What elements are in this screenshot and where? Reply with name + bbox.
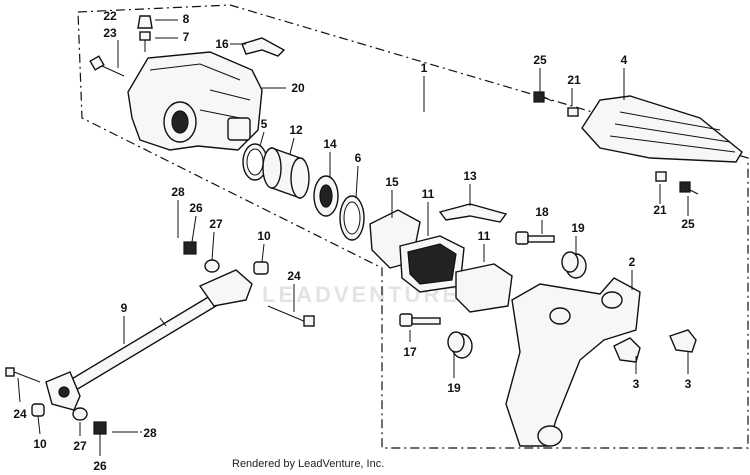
label-20: 20	[291, 81, 305, 95]
disc-cover-4	[581, 95, 743, 163]
label-24-top: 24	[287, 269, 301, 283]
nut-26-top	[183, 241, 197, 255]
caliper-bracket-2	[505, 277, 641, 447]
boot-19-upper	[561, 251, 587, 279]
bolt-25-top	[533, 91, 553, 103]
washer-27-bottom	[72, 407, 88, 421]
label-26-top: 26	[189, 201, 203, 215]
label-17: 17	[403, 345, 417, 359]
torque-rod-9	[45, 269, 253, 411]
boot-19-lower	[447, 331, 473, 359]
label-28-bottom: 28	[143, 426, 157, 440]
label-3-right: 3	[685, 377, 692, 391]
label-16: 16	[215, 37, 229, 51]
callout-labels: 22 23 8 7 16 20 1 25 21 4 5 12 14 6 15 1…	[13, 9, 695, 473]
pad-spring-16	[241, 37, 286, 57]
label-18: 18	[535, 205, 549, 219]
bolt-23	[89, 55, 125, 77]
label-10-bottom: 10	[33, 437, 47, 451]
label-28-top: 28	[171, 185, 185, 199]
assembly-outline	[77, 4, 749, 449]
label-26-bottom: 26	[93, 459, 107, 473]
credit-line: Rendered by LeadVenture, Inc.	[232, 458, 385, 470]
label-15: 15	[385, 175, 399, 189]
bolt-24-bottom	[5, 367, 41, 383]
label-2: 2	[629, 255, 636, 269]
label-5: 5	[261, 117, 268, 131]
label-13: 13	[463, 169, 477, 183]
seal-14	[313, 175, 339, 217]
collar-10-top	[253, 261, 269, 275]
label-9: 9	[121, 301, 128, 315]
retainer-3-right	[669, 329, 697, 353]
bolt-25-right	[679, 181, 699, 195]
label-25-right: 25	[681, 217, 695, 231]
label-11-b: 11	[478, 229, 491, 243]
label-7: 7	[183, 30, 190, 44]
label-21-right: 21	[653, 203, 667, 217]
label-12: 12	[289, 123, 303, 137]
label-19-lower: 19	[447, 381, 461, 395]
label-24-bottom: 24	[13, 407, 27, 421]
brake-pad-inner	[399, 235, 465, 293]
bleeder-screw-7	[139, 31, 151, 52]
label-23: 23	[103, 26, 117, 40]
collar-21-right	[655, 171, 667, 182]
pin-bolt-17	[399, 313, 441, 327]
bolt-24-top	[267, 305, 315, 327]
leader-lines	[17, 19, 689, 456]
boot-6	[339, 195, 365, 241]
label-27-bottom: 27	[73, 439, 87, 453]
caliper-body	[127, 51, 263, 151]
label-22: 22	[103, 9, 117, 23]
label-10-top: 10	[257, 229, 271, 243]
label-4: 4	[621, 53, 628, 67]
pin-bolt-18	[515, 231, 555, 245]
bleeder-cap-8	[137, 15, 153, 29]
retainer-3-left	[613, 337, 641, 363]
label-21-top: 21	[567, 73, 581, 87]
brake-pad-outer	[455, 263, 513, 313]
collar-10-bottom	[31, 403, 45, 417]
label-14: 14	[323, 137, 337, 151]
label-19-upper: 19	[571, 221, 585, 235]
label-6: 6	[355, 151, 362, 165]
collar-21-top	[567, 107, 579, 117]
label-11-a: 11	[422, 187, 435, 201]
label-1: 1	[421, 61, 428, 75]
label-27-top: 27	[209, 217, 223, 231]
label-25-top: 25	[533, 53, 547, 67]
label-3-left: 3	[633, 377, 640, 391]
washer-27-top	[204, 259, 220, 273]
nut-26-bottom	[93, 421, 107, 435]
piston-12	[262, 147, 310, 199]
label-8: 8	[183, 12, 190, 26]
pad-spring-13	[438, 203, 508, 223]
